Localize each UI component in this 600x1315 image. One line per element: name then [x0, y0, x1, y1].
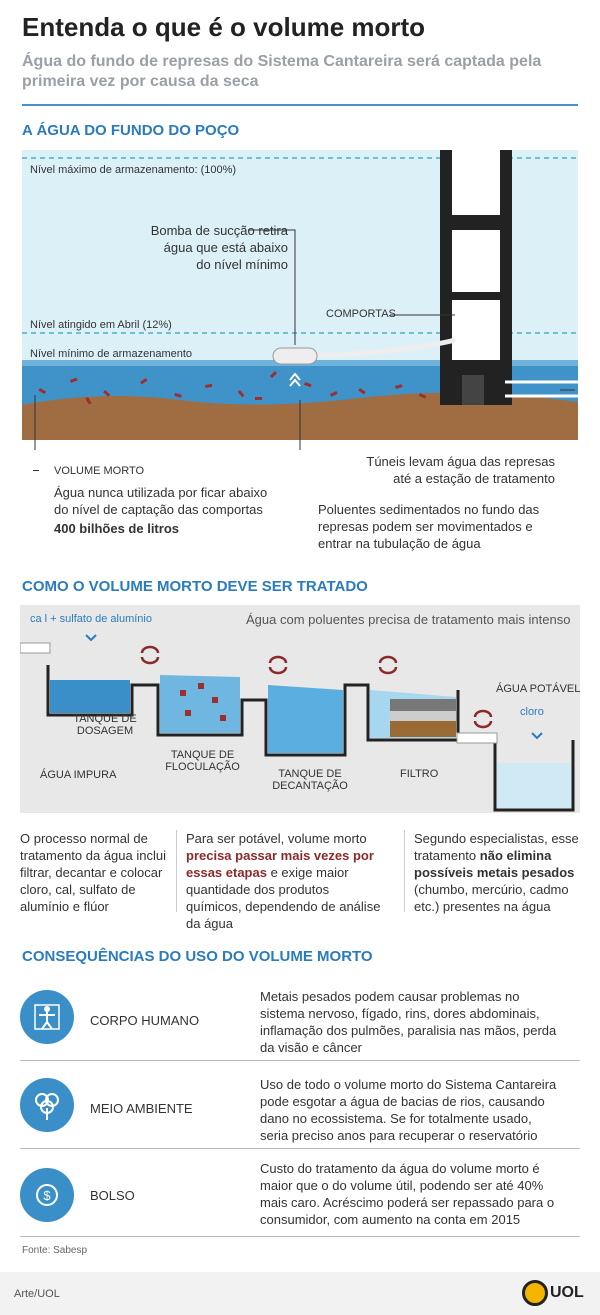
tree-icon	[20, 1078, 74, 1132]
stage-decanting: TANQUE DE DECANTAÇÃO	[272, 768, 348, 792]
uol-logo-icon	[522, 1280, 548, 1306]
treatment-col-2: Para ser potável, volume morto precisa p…	[186, 831, 381, 931]
stage-flocculation: TANQUE DE FLOCULAÇÃO	[165, 749, 240, 773]
suction-arrows-icon	[289, 372, 301, 387]
dosing-water	[50, 680, 130, 713]
page-subtitle: Água do fundo de represas do Sistema Can…	[22, 53, 542, 90]
consequence-label: BOLSO	[90, 1188, 135, 1203]
reservoir-diagram	[22, 150, 578, 450]
consequence-label: CORPO HUMANO	[90, 1013, 200, 1028]
filter-layer-gravel	[390, 699, 456, 711]
tank-walls	[46, 665, 460, 757]
outlet-pipe	[456, 732, 498, 744]
section-heading-treatment: COMO O VOLUME MORTO DEVE SER TRATADO	[22, 578, 368, 595]
section-heading-reservoir: A ÁGUA DO FUNDO DO POÇO	[22, 122, 240, 139]
suction-pump	[272, 347, 318, 365]
consequence-row-human: CORPO HUMANO Metais pesados podem causar…	[20, 978, 580, 1061]
human-body-icon	[20, 990, 74, 1044]
coin-icon: $	[20, 1168, 74, 1222]
inlet-pipe	[20, 642, 51, 654]
consequence-row-environment: MEIO AMBIENTE Uso de todo o volume morto…	[20, 1066, 580, 1149]
stage-raw-water: ÁGUA IMPURA	[40, 769, 117, 781]
credit-text: Arte/UOL	[14, 1288, 60, 1300]
consequence-text: Custo do tratamento da água do volume mo…	[260, 1161, 555, 1227]
consequence-label: MEIO AMBIENTE	[90, 1101, 193, 1116]
dead-volume-title: VOLUME MORTO	[54, 465, 145, 477]
chemicals-label: ca l + sulfato de alumínio	[30, 613, 152, 625]
pollutants-note: Poluentes sedimentados no fundo das repr…	[318, 502, 540, 551]
recirculation-icons	[140, 645, 493, 729]
stage-dosing: TANQUE DE DOSAGEM	[73, 713, 137, 737]
intake-tower	[440, 150, 512, 405]
header-divider	[22, 104, 578, 106]
page-title: Entenda o que é o volume morto	[22, 12, 426, 42]
treatment-top-note: Água com poluentes precisa de tratamento…	[246, 612, 571, 627]
footer-bar	[0, 1272, 600, 1315]
treatment-col-1: O processo normal de tratamento da água …	[20, 831, 166, 914]
suction-pipe	[299, 337, 456, 359]
dead-volume-amount: 400 bilhões de litros	[54, 521, 179, 536]
treatment-diagram	[20, 605, 580, 813]
filter-layer-sand	[390, 711, 456, 721]
potable-tank	[493, 740, 575, 812]
dead-volume-text: Água nunca utilizada por ficar abaixo do…	[54, 485, 268, 517]
tunnels-note: Túneis levam água das represas até a est…	[366, 454, 555, 486]
consequence-text: Uso de todo o volume morto do Sistema Ca…	[260, 1077, 557, 1143]
decanting-water	[268, 685, 343, 753]
stage-potable: ÁGUA POTÁVEL	[496, 683, 581, 695]
tunnel-pipe	[505, 380, 578, 398]
section-heading-consequences: CONSEQUÊNCIAS DO USO DO VOLUME MORTO	[22, 948, 373, 965]
max-level-label: Nível máximo de armazenamento: (100%)	[30, 164, 237, 176]
sediment-particles	[38, 371, 427, 405]
pump-note: Bomba de sucção retira água que está aba…	[150, 223, 288, 272]
uol-logo-text: UOL	[550, 1284, 584, 1301]
chlorine-label: cloro	[520, 706, 544, 718]
potable-water	[497, 763, 571, 808]
chevron-down-icon	[85, 634, 97, 642]
floc-particles	[180, 683, 226, 721]
consequence-row-wallet: $ BOLSO Custo do tratamento da água do v…	[20, 1154, 580, 1237]
stage-filter: FILTRO	[400, 768, 439, 780]
april-level-label: Nível atingido em Abril (12%)	[30, 319, 172, 331]
treatment-col-3: Segundo especialistas, esse tratamento n…	[414, 831, 579, 914]
chlorine-chevron-icon	[531, 732, 543, 740]
filter-layer-coal	[390, 721, 456, 737]
svg-text:$: $	[43, 1188, 51, 1203]
gates-label: COMPORTAS	[326, 308, 396, 320]
min-level-label: Nível mínimo de armazenamento	[30, 348, 193, 360]
source-note: Fonte: Sabesp	[22, 1245, 88, 1256]
consequence-text: Metais pesados podem causar problemas no…	[260, 989, 557, 1055]
